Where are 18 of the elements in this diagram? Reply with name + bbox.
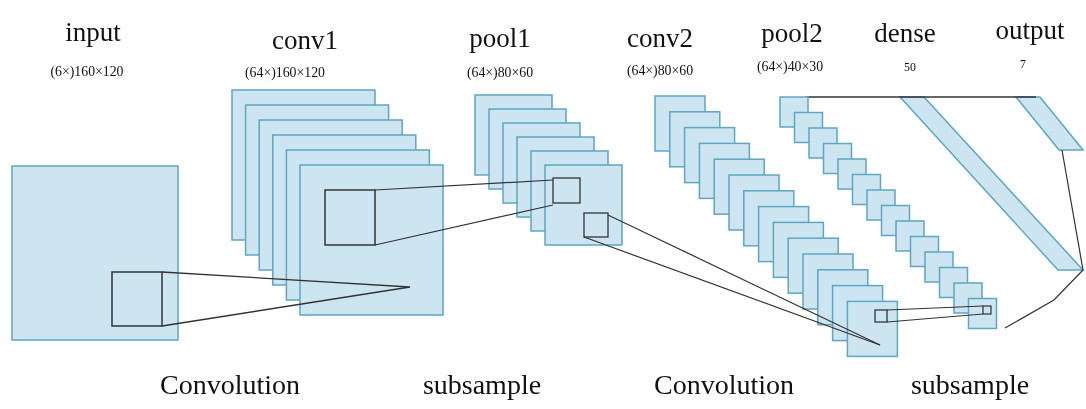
layer-size: (64×)80×60 [626, 61, 694, 79]
layer-size: (64×)80×60 [466, 63, 534, 81]
operation-label: Convolution [160, 369, 300, 401]
operation-label: Convolution [654, 369, 794, 401]
layer-size: (64×)160×120 [245, 63, 325, 81]
layer-size: 7 [1020, 56, 1026, 72]
operation-label: subsample [910, 369, 1030, 401]
layer-name: dense [874, 17, 936, 49]
layer-name: output [995, 14, 1065, 46]
layer-name: conv2 [627, 22, 693, 54]
layer-name: input [65, 16, 121, 48]
operation-label: subsample [422, 369, 542, 401]
layer-name: pool2 [761, 17, 823, 49]
layer-name: pool1 [469, 22, 531, 54]
layer-size: 50 [904, 59, 916, 75]
layer-size: (64×)40×30 [756, 57, 824, 75]
layer-size: (6×)160×120 [50, 62, 124, 80]
layer-name: conv1 [272, 24, 338, 56]
